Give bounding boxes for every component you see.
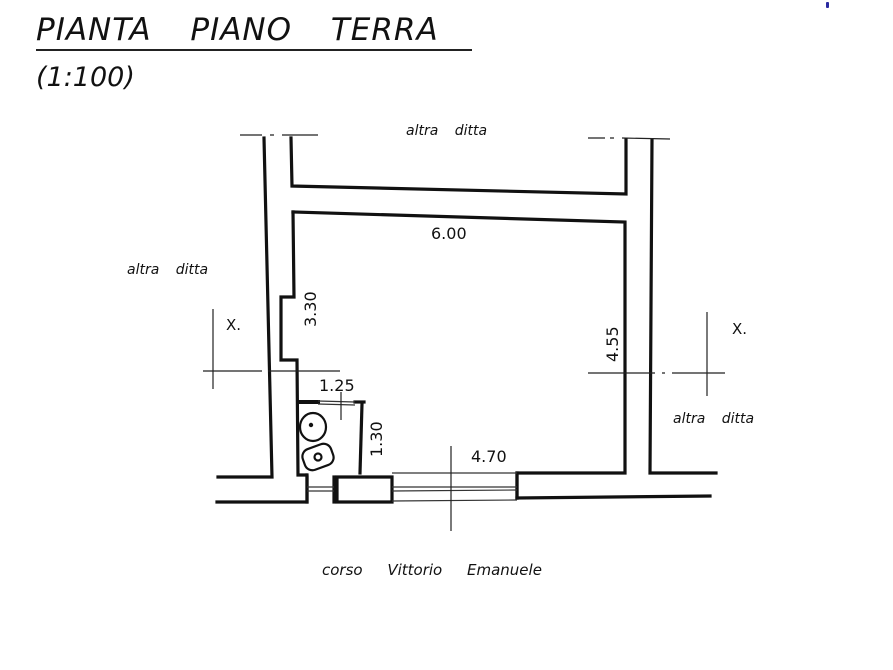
dimension-left-wall: 3.30: [301, 291, 320, 327]
dimension-wc-depth: 1.30: [367, 421, 386, 457]
toilet-icon: [301, 442, 335, 472]
street-label: corso Vittorio Emanuele: [322, 561, 542, 579]
section-marker-left: X.: [226, 316, 242, 334]
top-corridor-wall: [289, 136, 628, 196]
front-pier: [335, 475, 394, 504]
neighbor-label-right: altra ditta: [673, 411, 755, 427]
room-outline: [291, 210, 627, 500]
plan-scale: (1:100): [36, 62, 135, 93]
scan-artifact-dot: [826, 2, 829, 8]
outer-left-wall: [216, 136, 274, 479]
dimension-room-depth: 4.55: [603, 326, 622, 362]
dimension-front-opening: 4.70: [471, 447, 507, 466]
section-marker-right: X.: [732, 320, 748, 338]
dimension-wc-width: 1.25: [319, 376, 355, 395]
wc-right-wall: [358, 402, 364, 475]
neighbor-label-top: altra ditta: [406, 123, 488, 139]
title-underline: [36, 49, 472, 51]
outer-right-wall: [648, 138, 718, 475]
washbasin-icon: [298, 411, 328, 443]
front-wall-left: [215, 473, 309, 504]
dimension-room-width: 6.00: [431, 224, 467, 243]
room-left-wall: [279, 210, 308, 477]
front-wall-right: [515, 494, 712, 500]
plan-title: PIANTA PIANO TERRA: [36, 12, 439, 48]
neighbor-label-left: altra ditta: [127, 262, 209, 278]
